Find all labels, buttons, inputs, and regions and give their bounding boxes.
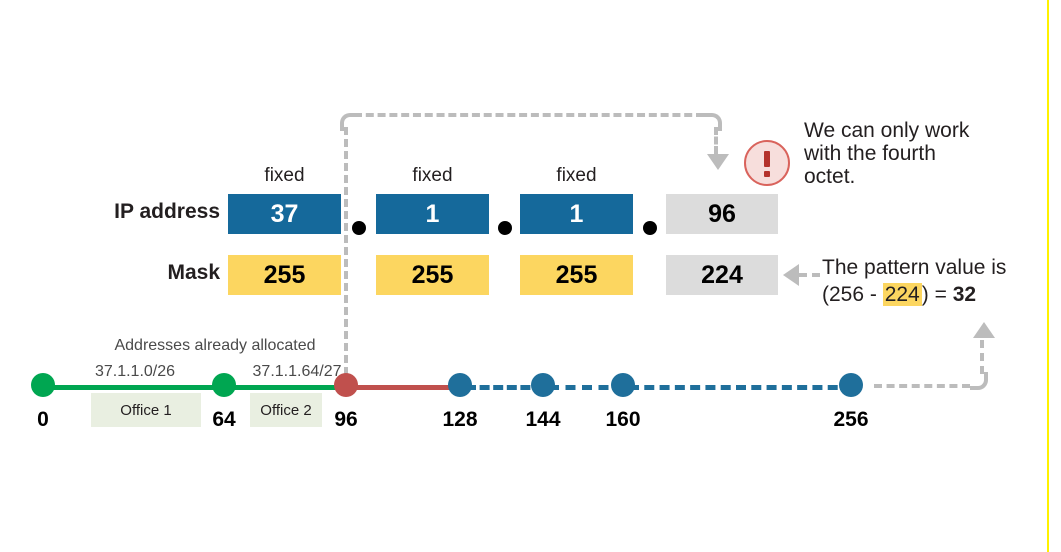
connector-numberline-right: [874, 384, 970, 388]
octet-separator-dot-1: [352, 221, 366, 235]
number-line-dot-64: [212, 373, 236, 397]
office-box-2: Office 2: [250, 393, 322, 427]
connector-corner-top-right: [704, 113, 722, 131]
connector-arrow-down-to-ip-octet: [707, 154, 729, 170]
ip-address-row-label: IP address: [114, 200, 220, 223]
right-edge-accent: [1047, 0, 1049, 552]
connector-horizontal-top: [354, 113, 704, 117]
allocated-addresses-title: Addresses already allocated: [114, 337, 316, 354]
arrow-left-to-mask-octet: [783, 264, 799, 286]
number-line-label-96: 96: [334, 408, 358, 431]
formula-prefix: (256 -: [822, 283, 883, 306]
ip-octet-1: 37: [228, 194, 341, 234]
segment-pattern-128-144: [466, 385, 544, 390]
number-line-dot-128: [448, 373, 472, 397]
mask-row-label: Mask: [167, 261, 220, 284]
allocation-cidr-1: 37.1.1.0/26: [94, 363, 176, 380]
number-line-dot-144: [531, 373, 555, 397]
pattern-note-line1: The pattern value is: [822, 256, 1007, 279]
fixed-label-octet-2: fixed: [412, 165, 453, 186]
octet-separator-dot-2: [498, 221, 512, 235]
pattern-note-formula: (256 - 224) = 32: [822, 281, 976, 308]
warning-text: We can only work with the fourth octet.: [804, 119, 970, 188]
mask-octet-1: 255: [228, 255, 341, 295]
connector-arrow-up-to-result: [973, 322, 995, 338]
number-line-label-128: 128: [442, 408, 478, 431]
segment-pattern-160-256: [629, 385, 853, 390]
number-line-dot-160: [611, 373, 635, 397]
connector-vertical-to-result: [980, 340, 984, 374]
formula-result: 32: [952, 283, 977, 306]
number-line-label-0: 0: [37, 408, 49, 431]
segment-allocated-office2: [230, 385, 348, 390]
mask-octet-4: 224: [666, 255, 778, 295]
number-line-dot-96: [334, 373, 358, 397]
number-line-dot-0: [31, 373, 55, 397]
connector-corner-bottom-right: [970, 372, 988, 390]
office-box-1: Office 1: [91, 393, 201, 427]
fixed-label-octet-3: fixed: [556, 165, 597, 186]
ip-octet-2: 1: [376, 194, 489, 234]
segment-current-block: [352, 385, 462, 390]
formula-suffix: ) =: [921, 283, 953, 306]
number-line-label-64: 64: [212, 408, 236, 431]
number-line-label-256: 256: [833, 408, 869, 431]
connector-corner-top-left: [340, 113, 358, 131]
ip-octet-4: 96: [666, 194, 778, 234]
connector-mask-to-note: [799, 273, 820, 277]
allocation-cidr-2: 37.1.1.64/27: [252, 363, 342, 380]
mask-octet-2: 255: [376, 255, 489, 295]
segment-pattern-144-160: [549, 385, 625, 390]
segment-allocated-office1: [49, 385, 224, 390]
connector-vertical-left: [344, 127, 348, 375]
number-line-dot-256: [839, 373, 863, 397]
ip-octet-3: 1: [520, 194, 633, 234]
number-line-label-144: 144: [525, 408, 561, 431]
mask-octet-3: 255: [520, 255, 633, 295]
connector-vertical-right: [714, 127, 718, 154]
fixed-label-octet-1: fixed: [264, 165, 305, 186]
octet-separator-dot-3: [643, 221, 657, 235]
formula-highlight-value: 224: [882, 283, 922, 306]
exclamation-icon: [744, 140, 790, 186]
number-line-label-160: 160: [605, 408, 641, 431]
